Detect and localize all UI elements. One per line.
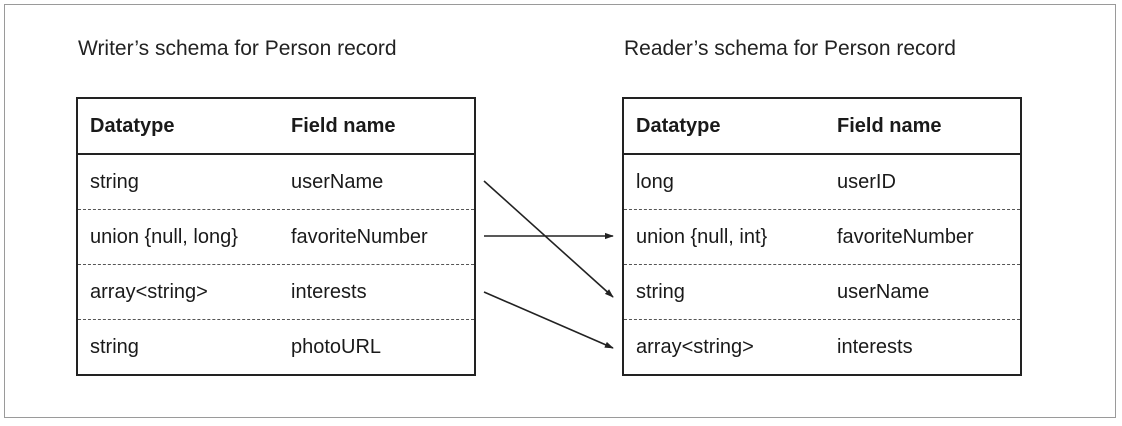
- datatype-cell: array<string>: [636, 336, 754, 358]
- datatype-cell: string: [636, 281, 685, 303]
- datatype-header: Datatype: [636, 115, 721, 137]
- table-header-row: Datatype Field name: [78, 99, 474, 154]
- table-header-row: Datatype Field name: [624, 99, 1020, 154]
- datatype-cell: string: [90, 336, 139, 358]
- table-row: union {null, long} favoriteNumber: [78, 210, 474, 265]
- field-name-cell: interests: [837, 336, 913, 358]
- field-name-cell: photoURL: [291, 336, 382, 358]
- field-name-cell: interests: [291, 281, 367, 303]
- table-row: array<string> interests: [78, 265, 474, 320]
- reader-schema-table: Datatype Field name long userID union {n…: [622, 97, 1022, 376]
- datatype-cell: union {null, int}: [636, 226, 768, 248]
- datatype-cell: array<string>: [90, 281, 208, 303]
- table-row: union {null, int} favoriteNumber: [624, 210, 1020, 265]
- datatype-cell: union {null, long}: [90, 226, 238, 248]
- field-name-cell: userName: [291, 171, 384, 193]
- table-row: string userName: [624, 265, 1020, 320]
- field-name-header: Field name: [837, 115, 942, 137]
- arrow-interests: [483, 291, 614, 349]
- datatype-header: Datatype: [90, 115, 175, 137]
- figure-frame: [4, 4, 1116, 418]
- field-name-cell: userName: [837, 281, 930, 303]
- field-name-cell: userID: [837, 171, 896, 193]
- table-row: string userName: [78, 155, 474, 210]
- datatype-cell: string: [90, 171, 139, 193]
- table-row: array<string> interests: [624, 320, 1020, 375]
- field-name-cell: favoriteNumber: [837, 226, 974, 248]
- datatype-cell: long: [636, 171, 674, 193]
- field-name-header: Field name: [291, 115, 396, 137]
- reader-schema-title: Reader’s schema for Person record: [624, 37, 956, 60]
- arrow-username: [483, 180, 614, 298]
- table-row: long userID: [624, 155, 1020, 210]
- table-row: string photoURL: [78, 320, 474, 375]
- field-name-cell: favoriteNumber: [291, 226, 428, 248]
- writer-schema-title: Writer’s schema for Person record: [78, 37, 397, 60]
- writer-schema-table: Datatype Field name string userName unio…: [76, 97, 476, 376]
